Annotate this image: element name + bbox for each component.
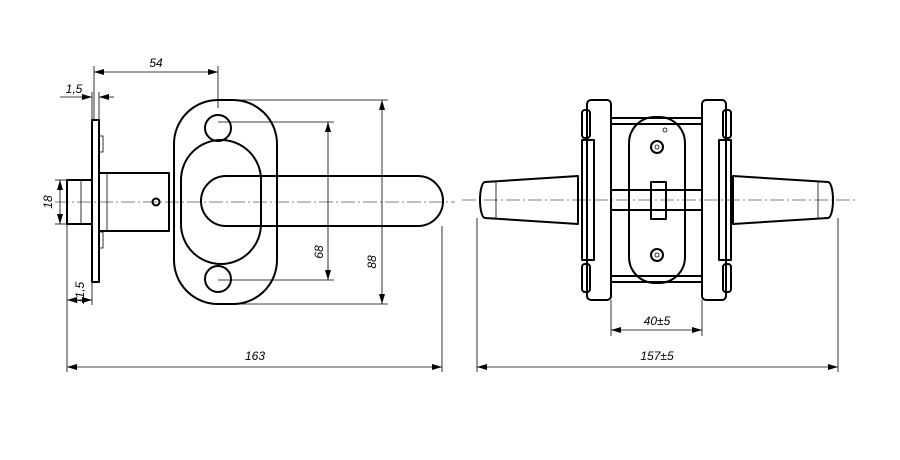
left-handle-end xyxy=(479,175,579,225)
right-rosette xyxy=(701,99,727,301)
left-rosette xyxy=(586,99,612,301)
screw-hole-top xyxy=(204,114,232,142)
latch-square xyxy=(650,181,667,220)
set-screw xyxy=(151,197,161,207)
side-view xyxy=(55,99,455,305)
dim-157: 157±5 xyxy=(640,349,674,363)
front-view xyxy=(462,99,855,301)
dimensions: 54 1,5 18 11,5 68 88 163 xyxy=(41,56,839,372)
tube xyxy=(98,172,170,232)
dim-54: 54 xyxy=(149,56,163,70)
lock-plate xyxy=(628,116,686,284)
mounting-plate xyxy=(91,119,100,283)
screw-hole-bottom xyxy=(204,265,232,293)
dim-68: 68 xyxy=(312,245,326,259)
dim-1-5: 1,5 xyxy=(66,82,83,96)
dim-11-5: 11,5 xyxy=(73,281,87,304)
plate-screw-top xyxy=(650,140,664,154)
right-handle-end xyxy=(732,175,834,225)
rosette-inner xyxy=(180,139,262,265)
lever-handle xyxy=(200,175,444,227)
spindle xyxy=(66,179,93,225)
dim-18: 18 xyxy=(41,195,55,209)
plate-screw-bottom xyxy=(650,248,664,262)
dim-88: 88 xyxy=(365,255,379,269)
dim-40: 40±5 xyxy=(644,314,671,328)
dim-163: 163 xyxy=(245,349,265,363)
